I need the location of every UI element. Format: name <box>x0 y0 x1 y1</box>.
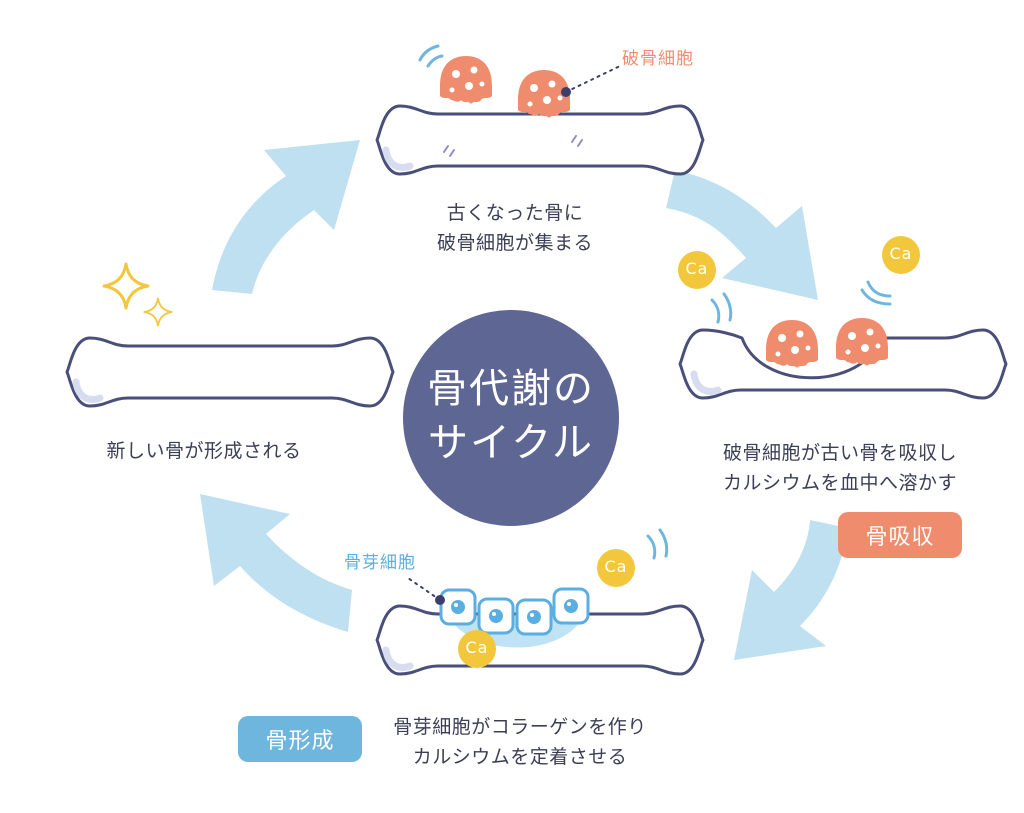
calcium-label: Ca <box>889 244 913 263</box>
arrow-left-to-top <box>212 140 360 294</box>
motion-lines-icon <box>418 44 444 68</box>
osteoclast-label: 破骨細胞 <box>622 49 694 69</box>
cycle-arrows <box>200 140 848 660</box>
caption-left-line1: 新しい骨が形成される <box>106 440 302 462</box>
center-title-line1: 骨代謝の <box>427 366 595 412</box>
bone-top <box>377 106 703 174</box>
pointer-line <box>407 577 441 601</box>
arrow-top-to-right <box>666 170 818 300</box>
caption-top-line1: 古くなった骨に <box>446 202 584 224</box>
bone-crack-marks <box>571 135 583 147</box>
caption-right-line1: 破骨細胞が古い骨を吸収し <box>722 442 957 464</box>
bone-shine <box>690 370 722 395</box>
osteoblast-cell <box>552 587 590 625</box>
bone-right-resorbed <box>678 328 1008 400</box>
caption-top-line2: 破骨細胞が集まる <box>436 232 593 254</box>
osteoblast-cell <box>439 588 477 626</box>
caption-bottom-line2: カルシウムを定着させる <box>412 746 628 768</box>
bone-left-new <box>67 338 393 406</box>
calcium-label: Ca <box>465 638 489 657</box>
center-circle <box>403 310 619 526</box>
caption-right: 破骨細胞が古い骨を吸収し カルシウムを血中へ溶かす <box>680 438 1000 498</box>
osteoclast-cell <box>440 56 492 104</box>
bone-crack-marks <box>443 145 455 157</box>
center-title-line2: サイクル <box>428 420 594 466</box>
sparkle-icon <box>143 297 173 327</box>
calcium-label: Ca <box>685 259 709 278</box>
osteoblast-cell <box>515 598 553 636</box>
resorption-badge: 骨吸収 <box>838 512 962 558</box>
caption-bottom: 骨芽細胞がコラーゲンを作り カルシウムを定着させる <box>360 712 680 772</box>
sparkle-icon <box>102 262 150 310</box>
caption-top: 古くなった骨に 破骨細胞が集まる <box>370 198 660 258</box>
center-title: 骨代謝の サイクル <box>386 309 636 523</box>
caption-left: 新しい骨が形成される <box>64 436 344 466</box>
arrow-right-to-bottom <box>734 520 848 660</box>
osteoblast-label: 骨芽細胞 <box>344 553 416 573</box>
arrow-bottom-to-left <box>200 494 352 632</box>
motion-lines-icon <box>646 528 669 560</box>
osteoclast-cell <box>836 318 888 366</box>
motion-lines-icon <box>710 292 733 324</box>
motion-lines-icon <box>860 280 892 306</box>
caption-bottom-line1: 骨芽細胞がコラーゲンを作り <box>393 716 647 738</box>
osteoclast-cell <box>766 320 818 368</box>
osteoblast-cell <box>477 597 515 635</box>
calcium-label: Ca <box>604 557 628 576</box>
caption-right-line2: カルシウムを血中へ溶かす <box>722 472 957 494</box>
formation-badge: 骨形成 <box>238 716 362 762</box>
pointer-line <box>565 65 621 93</box>
